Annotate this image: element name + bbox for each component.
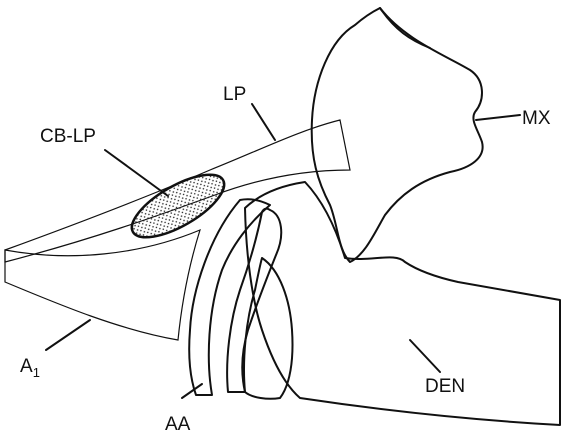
leader-mx	[476, 115, 520, 120]
maxilla-shape	[312, 8, 483, 262]
maxilla-outline	[380, 8, 430, 48]
label-lp: LP	[223, 84, 246, 105]
label-a1-main: A	[20, 356, 33, 377]
label-a1: A1	[20, 356, 40, 380]
leader-a1	[46, 320, 90, 350]
label-mx: MX	[522, 108, 551, 129]
leader-den	[410, 340, 440, 372]
label-a1-subscript: 1	[33, 365, 40, 380]
label-cb-lp: CB-LP	[40, 126, 96, 147]
leader-lp	[252, 104, 275, 140]
label-aa: AA	[165, 414, 191, 435]
a1-muscle-region	[5, 230, 200, 340]
dentary-shape	[245, 182, 560, 425]
leader-cb-lp	[105, 150, 168, 196]
label-den: DEN	[425, 376, 465, 397]
